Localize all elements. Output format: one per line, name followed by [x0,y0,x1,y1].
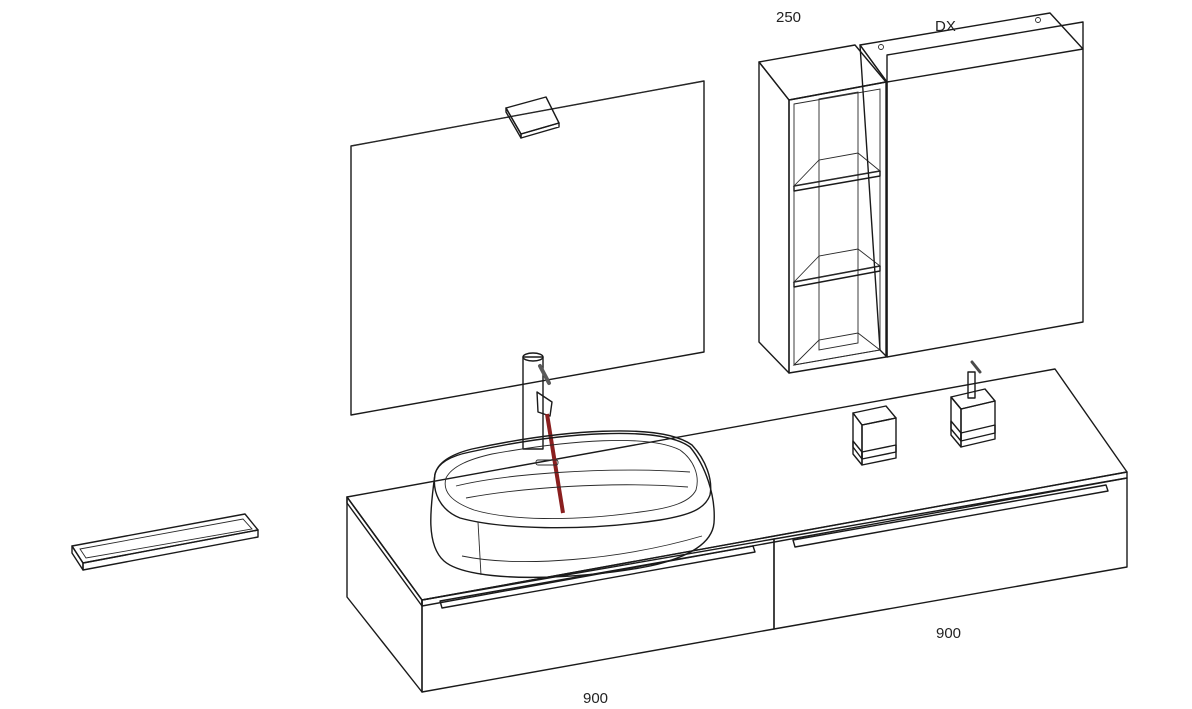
vessel-basin [430,430,715,579]
wall-cabinet [758,12,1084,374]
shelf-unit-top [758,44,887,101]
mirror-lamp-front [520,122,560,139]
drawer-handle-right [792,484,1109,548]
base-vanity [346,368,1128,693]
basin-outer-shell [430,432,715,579]
shelf-unit-inner-back [818,91,859,351]
faucet-cap [522,352,544,362]
basin-seam [477,521,482,576]
shelf-unit-front-frame [788,81,887,374]
basin-contour-2 [465,484,689,499]
drawer-front-left [421,538,775,693]
dimension-label-base-left: 900 [583,690,608,707]
tumbler-base-side [852,440,863,466]
soap-dispenser [950,360,996,448]
mirror-lamp [505,96,560,139]
countertop-left-edge [346,496,423,607]
water-stream [545,413,565,514]
dispenser-base-side [950,420,962,448]
door-cabinet [859,12,1084,358]
hinge-right-icon [1035,17,1041,23]
mirror-top-edge [350,80,705,147]
faucet-lever [538,364,551,385]
shelf-unit-interior [793,88,881,366]
shelf-1 [793,170,881,192]
towel-bar-end-face [71,545,84,571]
door-cabinet-door [886,21,1084,358]
mirror-lamp-side [505,107,522,139]
dispenser-front [960,400,996,442]
vanity-left-side [346,496,423,693]
faucet-spout [536,391,553,417]
mirror-panel [350,80,705,416]
hinge-left-icon [878,44,884,50]
dimension-label-cabinet-width: 250 [776,9,801,26]
shelf-bottom [792,332,882,366]
faucet-body [522,356,544,450]
basin-drain [535,459,559,466]
open-shelf-unit [758,44,887,374]
tumbler-holder [852,405,897,466]
dispenser-pump [967,371,976,399]
cabinet-side-label: DX [935,18,956,35]
tumbler-front [861,417,897,460]
basin-inner-wall [444,439,698,520]
shelf-unit-outer-side [758,61,790,374]
towel-bar-opening [79,518,253,559]
drawer-front-right [773,477,1128,630]
basin-rim [433,430,712,529]
dimension-label-base-right: 900 [936,625,961,642]
dispenser-base [960,424,996,448]
mirror [350,80,705,416]
shelf-1-top [792,152,882,187]
tumbler-side [852,412,863,460]
basin-contour-3 [461,535,703,562]
towel-bar [71,513,259,571]
door-cabinet-top [859,12,1084,83]
shelf-2-top [792,248,882,283]
dispenser-side [950,396,962,442]
faucet [522,352,565,514]
basin-contour-1 [455,469,691,487]
drawer-handle-left [439,545,756,609]
towel-bar-front-face [82,529,259,571]
dispenser-nozzle [970,360,982,374]
